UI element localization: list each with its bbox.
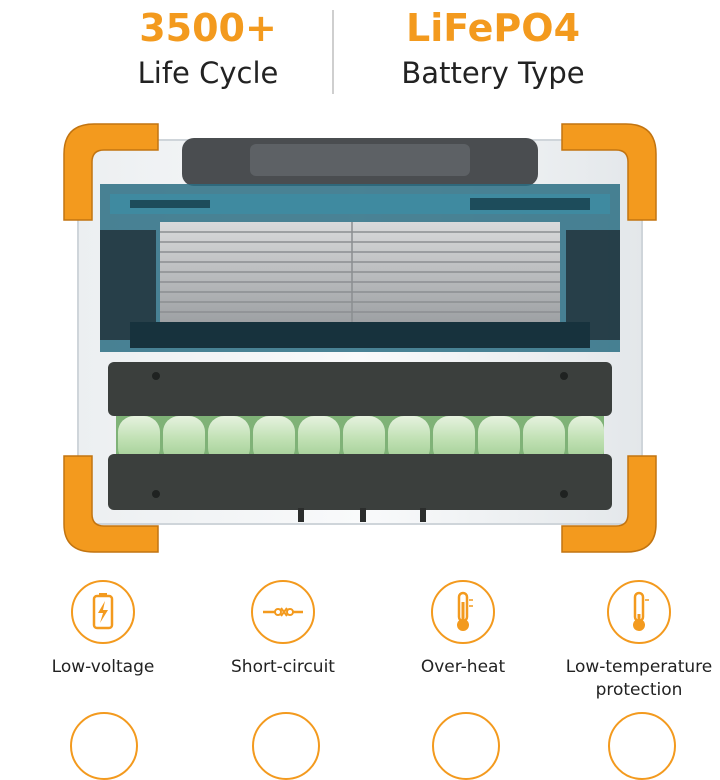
- feature-icon-circle: [431, 580, 495, 644]
- feature-icon-circle: [251, 580, 315, 644]
- short-circuit-icon: [263, 607, 303, 617]
- feature-low-voltage: Low-voltage: [18, 580, 188, 679]
- feature-over-heat: Over-heat: [378, 580, 548, 679]
- feature-icon-circle: [607, 580, 671, 644]
- battery-type-label: Battery Type: [401, 56, 585, 90]
- battery-type-stat: LiFePO4 Battery Type: [372, 4, 614, 92]
- feature-icon-circle: [71, 580, 135, 644]
- life-cycle-stat: 3500+ Life Cycle: [98, 4, 318, 92]
- feature-label: Over-heat: [420, 657, 506, 677]
- battery-charge-icon: [92, 593, 114, 630]
- feature-label: Low-voltage: [51, 657, 155, 677]
- thermometer-cold-icon: [633, 591, 649, 631]
- next-row-icon-circle: [70, 712, 138, 780]
- life-cycle-label: Life Cycle: [137, 56, 279, 90]
- next-row-icon-circle: [432, 712, 500, 780]
- battery-type-value: LiFePO4: [405, 6, 581, 50]
- power-station-cutaway-image: [63, 123, 657, 553]
- feature-label: Low-temperature protection: [565, 657, 713, 700]
- life-cycle-value: 3500+: [139, 6, 277, 50]
- feature-low-temperature: Low-temperature protection: [554, 580, 720, 702]
- feature-label: Short-circuit: [231, 657, 335, 677]
- stat-divider: [332, 10, 334, 94]
- thermometer-hot-icon: [457, 591, 473, 631]
- next-row-icon-circle: [252, 712, 320, 780]
- next-row-icon-circle: [608, 712, 676, 780]
- feature-short-circuit: Short-circuit: [198, 580, 368, 679]
